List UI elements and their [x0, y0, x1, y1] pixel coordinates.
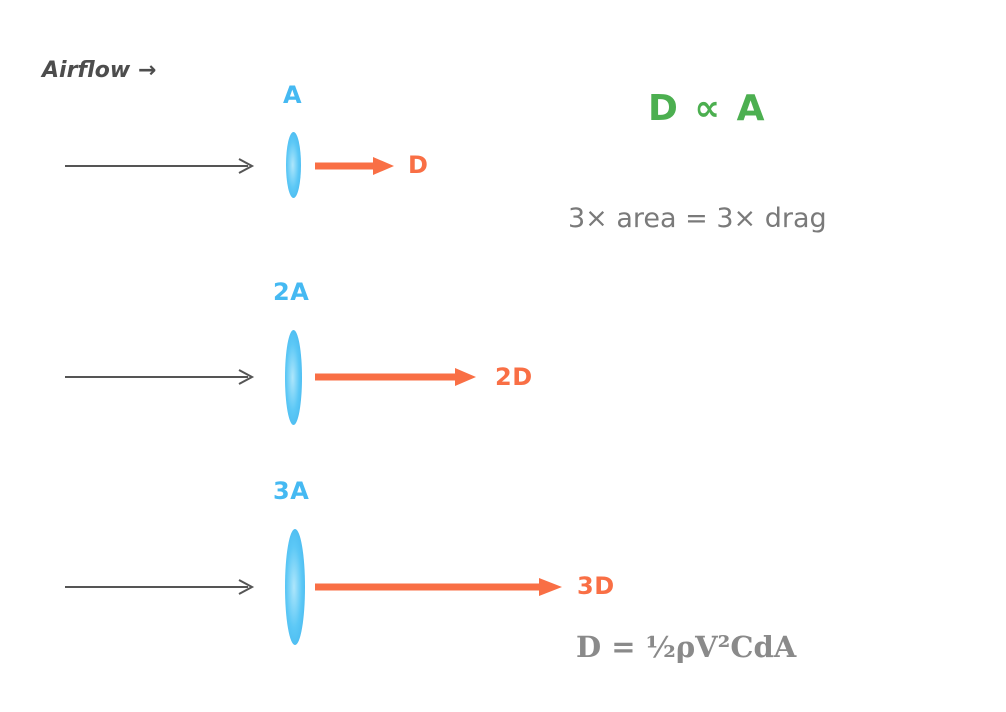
proportionality-equation: D ∝ A [648, 88, 767, 129]
drag-label: 3D [577, 572, 615, 600]
airflow-arrow [65, 158, 255, 174]
drag-arrow [315, 368, 476, 386]
drag-formula: D = ½ρV²CdA [576, 630, 797, 664]
disk-ellipse [285, 330, 302, 425]
area-label: A [283, 81, 303, 109]
disk-ellipse [286, 132, 301, 198]
airflow-arrow [65, 579, 255, 595]
airflow-arrow [65, 369, 255, 385]
airflow-label: Airflow → [42, 58, 157, 83]
drag-label: 2D [495, 363, 533, 391]
area-drag-relation: 3× area = 3× drag [568, 203, 827, 234]
area-label: 3A [273, 477, 310, 505]
area-label: 2A [273, 278, 310, 306]
drag-arrow [315, 578, 562, 596]
drag-label: D [408, 151, 429, 179]
drag-arrow [315, 157, 394, 175]
disk-ellipse [285, 529, 305, 645]
